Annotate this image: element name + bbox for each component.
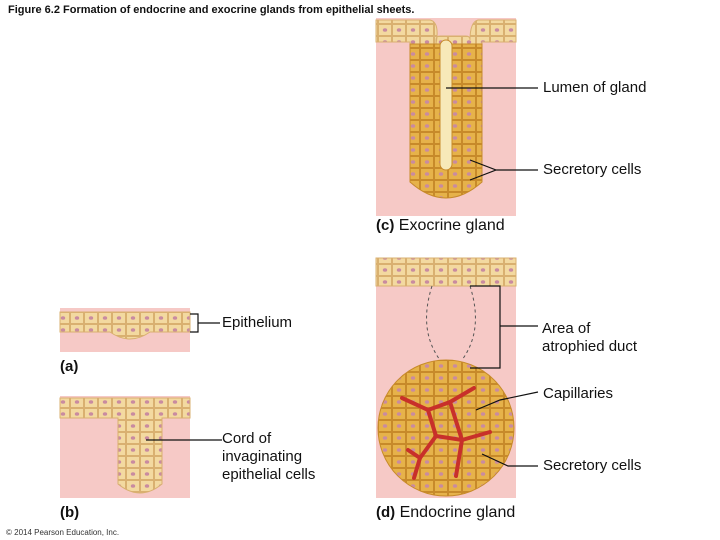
capillaries-label: Capillaries bbox=[543, 385, 614, 402]
panel-b-cord-drawing bbox=[59, 396, 191, 498]
atrophied-label-line-2: atrophied duct bbox=[542, 338, 638, 355]
exocrine-secretory-label: Secretory cells bbox=[543, 161, 642, 178]
panel-c-letter: (c) bbox=[376, 217, 395, 234]
panel-d-caption: (d) Endocrine gland bbox=[376, 504, 515, 522]
panel-a-letter: (a) bbox=[60, 358, 79, 375]
lumen-label: Lumen of gland bbox=[543, 79, 647, 96]
panel-b-letter: (b) bbox=[60, 504, 80, 521]
leader-lines bbox=[146, 87, 539, 467]
gland-lumen bbox=[439, 39, 453, 171]
atrophied-label-line-1: Area of bbox=[542, 320, 591, 337]
cord-label-line-2: invaginating bbox=[222, 448, 303, 465]
cord-label-line-3: epithelial cells bbox=[222, 466, 316, 483]
cord-label-line-1: Cord of bbox=[222, 430, 272, 447]
figure-title: Figure 6.2 Formation of endocrine and ex… bbox=[8, 4, 415, 16]
panel-a-epithelium-drawing bbox=[59, 308, 191, 352]
panel-d-name: Endocrine gland bbox=[399, 504, 516, 521]
panel-d-letter: (d) bbox=[376, 504, 396, 521]
epithelium-label: Epithelium bbox=[222, 314, 293, 331]
capillaries-drawing bbox=[400, 386, 492, 480]
copyright: © 2014 Pearson Education, Inc. bbox=[6, 528, 120, 537]
atrophied-duct-label: Area of atrophied duct bbox=[542, 320, 637, 356]
panel-c-caption: (c) Exocrine gland bbox=[376, 217, 505, 235]
endocrine-secretory-label: Secretory cells bbox=[543, 457, 642, 474]
panel-c-name: Exocrine gland bbox=[398, 217, 505, 234]
panel-d-endocrine-drawing bbox=[375, 257, 517, 498]
panel-c-exocrine-drawing bbox=[375, 18, 517, 216]
cord-label: Cord of invaginating epithelial cells bbox=[222, 430, 315, 484]
